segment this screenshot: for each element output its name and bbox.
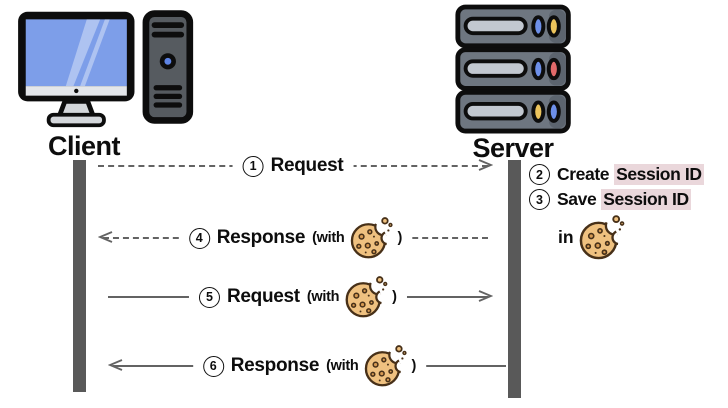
client-computer-icon: [18, 10, 194, 128]
note-text: Save: [557, 189, 597, 209]
server-lifeline: [508, 160, 521, 398]
message-label: 1 Request: [232, 155, 354, 177]
cookie-icon: [363, 344, 407, 388]
message-text: Request: [226, 286, 300, 307]
circled-number: 4: [188, 227, 210, 249]
arrowhead-left-icon: [98, 231, 113, 243]
server-rack-icon: [455, 4, 571, 134]
arrowhead-right-icon: [478, 290, 493, 302]
circled-number: 3: [529, 189, 550, 210]
arrowhead-right-icon: [478, 159, 493, 171]
message-label: 5 Request (with ): [188, 275, 408, 319]
note-text: Create: [557, 164, 610, 184]
note-text: in: [558, 227, 574, 247]
circled-number: 1: [242, 155, 264, 177]
client-label: Client: [47, 131, 121, 161]
cookie-icon: [349, 216, 393, 260]
message-label: 4 Response (with ): [178, 216, 413, 260]
server-label: Server: [472, 133, 554, 163]
message-text: Request: [270, 155, 344, 176]
arrowhead-left-icon: [108, 359, 123, 371]
session-id-highlight: Session ID: [601, 189, 691, 210]
circled-number: 2: [529, 164, 550, 185]
message-label: 6 Response (with ): [192, 344, 427, 388]
client-lifeline: [73, 160, 86, 392]
close-paren: ): [411, 358, 417, 374]
note-in-cookie: in: [558, 214, 704, 261]
with-text: (with: [326, 358, 359, 374]
with-text: (with: [312, 230, 345, 246]
note-save-session-id: 3 Save Session ID: [529, 187, 704, 212]
message-text: Response: [216, 227, 306, 248]
cookie-icon: [344, 275, 388, 319]
close-paren: ): [397, 230, 403, 246]
close-paren: ): [392, 289, 398, 305]
message-text: Response: [230, 355, 320, 376]
note-create-session-id: 2 Create Session ID: [529, 162, 704, 187]
circled-number: 6: [202, 355, 224, 377]
cookie-icon: [578, 214, 625, 261]
with-text: (with: [306, 289, 340, 305]
server-notes: 2 Create Session ID 3 Save Session ID in: [529, 162, 704, 261]
session-id-highlight: Session ID: [614, 164, 704, 185]
circled-number: 5: [198, 286, 220, 308]
